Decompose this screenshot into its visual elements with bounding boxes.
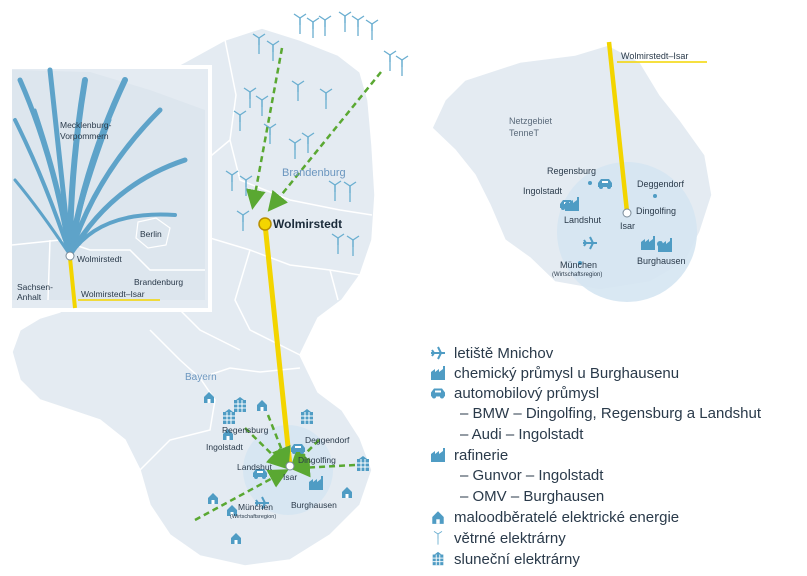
- city-label-deggendorf: Deggendorf: [305, 435, 350, 445]
- legend-item-refineries: rafinerie: [430, 445, 508, 465]
- city-label-isar: Isar: [283, 472, 297, 482]
- legend-item-wind: větrné elektrárny: [430, 528, 566, 548]
- inset-label-mecklenburg: Mecklenburg-: [60, 120, 112, 130]
- city-label-munchen-sub: (Wirtschaftsregion): [230, 514, 276, 520]
- wolmirstedt-marker: [258, 217, 272, 231]
- inset-flow-fan: [13, 67, 188, 258]
- city-label-dingolfing: Dingolfing: [298, 455, 336, 465]
- city-label-munchen: München: [238, 502, 273, 512]
- city-label-landshut: Landshut: [237, 462, 273, 472]
- legend-item-automotive: automobilový průmysl: [430, 383, 599, 403]
- legend-label-gunvor: – Gunvor – Ingolstadt: [460, 466, 604, 484]
- energy-flows: [194, 47, 382, 522]
- tennet-highlight: [557, 162, 697, 302]
- inset-munchen: München: [560, 260, 597, 270]
- airplane-icon: [430, 346, 446, 360]
- wind-turbine-icon: [433, 530, 443, 546]
- legend-item-bmw: – BMW – Dingolfing, Regensburg a Landshu…: [430, 403, 761, 423]
- refinery-icon: [431, 448, 445, 462]
- legend-label-wind: větrné elektrárny: [454, 529, 566, 547]
- inset-label-vorpommern: Vorpommern: [60, 131, 109, 141]
- legend-item-audi: – Audi – Ingolstadt: [430, 424, 583, 444]
- legend-label-bmw: – BMW – Dingolfing, Regensburg a Landshu…: [460, 404, 762, 422]
- solar-panel-icon: [432, 551, 444, 566]
- inset-regensburg: Regensburg: [547, 166, 596, 176]
- inset-label-anhalt: Anhalt: [17, 292, 42, 302]
- inset-bavaria-line: Wolmirstedt–Isar: [621, 51, 688, 61]
- chemical-plant-icon: [431, 366, 445, 380]
- region-label-brandenburg: Brandenburg: [282, 167, 346, 179]
- legend-label-audi: – Audi – Ingolstadt: [460, 425, 584, 443]
- legend-label-refineries: rafinerie: [454, 446, 509, 464]
- legend-item-omv: – OMV – Burghausen: [430, 486, 604, 506]
- legend-item-chemical: chemický průmysl u Burghausenu: [430, 363, 679, 383]
- region-label-bayern: Bayern: [185, 372, 217, 383]
- city-label-wolmirstedt: Wolmirstedt: [273, 217, 342, 231]
- inset-wolmirstedt-marker: [65, 251, 75, 261]
- inset-label-sachsen: Sachsen-: [17, 282, 53, 292]
- isar-marker: [285, 461, 295, 471]
- inset-north: Mecklenburg- Vorpommern Berlin Wolmirste…: [8, 65, 212, 312]
- city-label-burghausen: Burghausen: [291, 500, 337, 510]
- inset-dingolfing: Dingolfing: [636, 206, 676, 216]
- legend-label-chemical: chemický průmysl u Burghausenu: [454, 364, 680, 382]
- inset-label-berlin: Berlin: [140, 229, 162, 239]
- city-label-ingolstadt: Ingolstadt: [206, 442, 243, 452]
- inset-landshut: Landshut: [564, 215, 602, 225]
- legend-item-gunvor: – Gunvor – Ingolstadt: [430, 465, 603, 485]
- inset-isar-marker: [622, 208, 632, 218]
- inset-label-brandenburg: Brandenburg: [134, 277, 183, 287]
- house-icon: [432, 511, 444, 524]
- inset-tennet: TenneT: [509, 128, 540, 138]
- inset-label-wolmirstedt: Wolmirstedt: [77, 254, 122, 264]
- legend-item-solar: sluneční elektrárny: [430, 549, 580, 569]
- legend-label-airport: letiště Mnichov: [454, 344, 554, 362]
- legend-item-consumers: maloodběratelé elektrické energie: [430, 507, 679, 527]
- legend-label-solar: sluneční elektrárny: [454, 550, 580, 568]
- legend-label-consumers: maloodběratelé elektrické energie: [454, 508, 680, 526]
- inset-netzgebiet: Netzgebiet: [509, 116, 553, 126]
- legend-label-omv: – OMV – Burghausen: [460, 487, 605, 505]
- car-icon: [431, 388, 445, 399]
- inset-burghausen: Burghausen: [637, 256, 686, 266]
- legend-label-automotive: automobilový průmysl: [454, 384, 600, 402]
- legend-item-airport: letiště Mnichov: [430, 343, 553, 363]
- inset-deggendorf: Deggendorf: [637, 179, 685, 189]
- inset-bavaria: Wolmirstedt–Isar Netzgebiet TenneT Regen…: [431, 41, 713, 302]
- inset-ingolstadt: Ingolstadt: [523, 186, 563, 196]
- inset-munchen-sub: (Wirtschaftsregion): [552, 272, 602, 278]
- transmission-line: [262, 223, 293, 467]
- inset-isar: Isar: [620, 221, 635, 231]
- inset-label-line: Wolmirstedt–Isar: [81, 289, 145, 299]
- city-label-regensburg: Regensburg: [222, 425, 269, 435]
